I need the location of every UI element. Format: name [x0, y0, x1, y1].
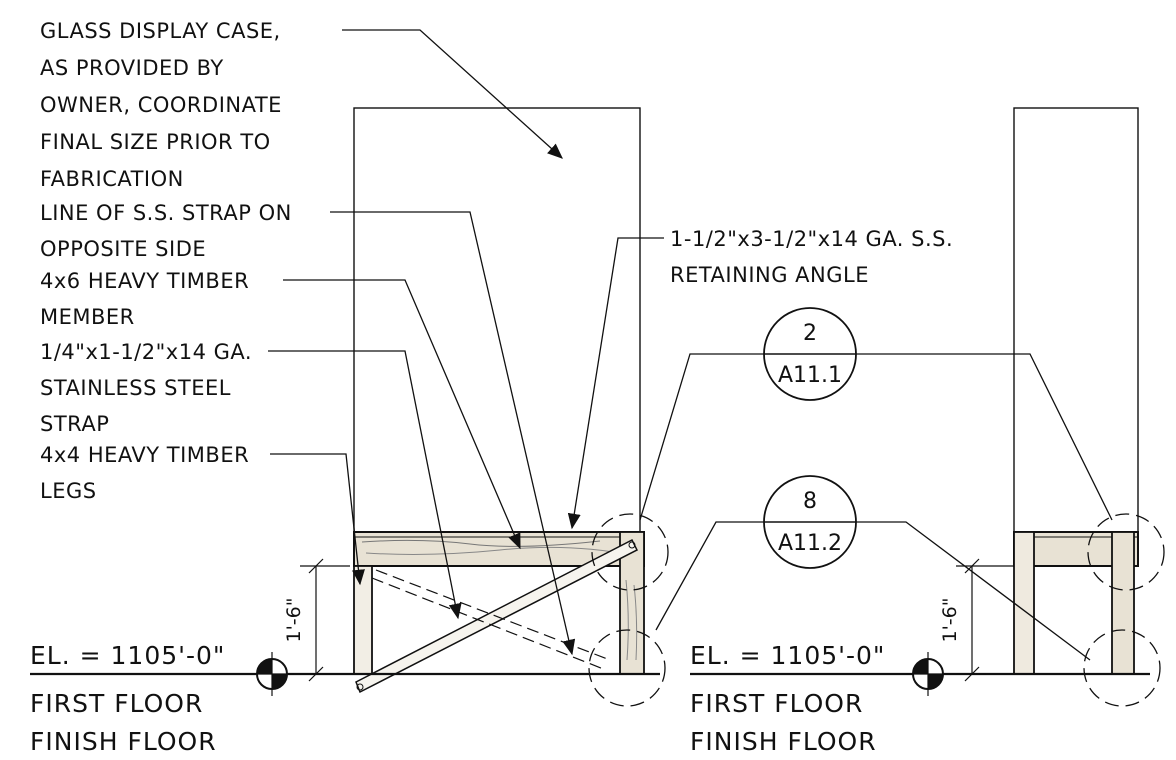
timber-leg-right-1	[1013, 531, 1035, 675]
note-retaining-angle: 1-1/2"x3-1/2"x14 GA. S.S. RETAINING ANGL…	[670, 227, 953, 287]
svg-text:4x4 HEAVY TIMBER: 4x4 HEAVY TIMBER	[40, 443, 249, 467]
elevation-line-1: FIRST FLOOR	[690, 689, 863, 718]
elevation-line-2: FINISH FLOOR	[690, 727, 877, 756]
svg-text:LEGS: LEGS	[40, 479, 97, 503]
timber-member-left	[353, 531, 645, 567]
detail-circle-2	[588, 629, 666, 707]
svg-text:RETAINING ANGLE: RETAINING ANGLE	[670, 263, 869, 287]
svg-text:OWNER, COORDINATE: OWNER, COORDINATE	[40, 93, 282, 117]
note-strap-line: LINE OF S.S. STRAP ON OPPOSITE SIDE	[40, 201, 292, 261]
timber-leg-right-2	[1111, 531, 1135, 675]
leader-steel-strap	[268, 350, 462, 620]
detail-circle-1	[591, 513, 669, 591]
svg-text:GLASS DISPLAY CASE,: GLASS DISPLAY CASE,	[40, 19, 281, 43]
elevation-value: EL. = 1105'-0"	[30, 641, 225, 670]
note-timber-legs: 4x4 HEAVY TIMBER LEGS	[40, 443, 249, 503]
dimension-right	[956, 558, 1014, 682]
leader-timber-member	[283, 279, 521, 550]
svg-text:LINE OF S.S. STRAP ON: LINE OF S.S. STRAP ON	[40, 201, 292, 225]
detail-circle-3	[1087, 513, 1165, 591]
dimension-left	[300, 558, 350, 682]
elevation-label-right: EL. = 1105'-0" FIRST FLOOR FINISH FLOOR	[690, 641, 885, 756]
glass-case-left	[353, 107, 641, 533]
elevation-line-1: FIRST FLOOR	[30, 689, 203, 718]
callout-sheet: A11.1	[778, 363, 842, 388]
note-steel-strap: 1/4"x1-1/2"x14 GA. STAINLESS STEEL STRAP	[40, 340, 252, 436]
callout-bubble-1: 2 A11.1	[763, 307, 857, 401]
leader-glass-case	[342, 29, 563, 159]
svg-text:AS PROVIDED BY: AS PROVIDED BY	[40, 56, 224, 80]
svg-text:1-1/2"x3-1/2"x14 GA. S.S.: 1-1/2"x3-1/2"x14 GA. S.S.	[670, 227, 953, 251]
elevation-line-2: FINISH FLOOR	[30, 727, 217, 756]
svg-text:1/4"x1-1/2"x14 GA.: 1/4"x1-1/2"x14 GA.	[40, 340, 252, 364]
svg-text:STRAP: STRAP	[40, 412, 109, 436]
svg-text:STAINLESS STEEL: STAINLESS STEEL	[40, 376, 231, 400]
callout-number: 2	[803, 321, 817, 346]
table-right	[1013, 531, 1139, 675]
dimension-text: 1'-6"	[283, 598, 305, 643]
note-glass-case: GLASS DISPLAY CASE, AS PROVIDED BY OWNER…	[40, 19, 282, 191]
dimension-text: 1'-6"	[939, 598, 961, 643]
leader-timber-legs	[270, 453, 365, 586]
svg-text:4x6 HEAVY TIMBER: 4x6 HEAVY TIMBER	[40, 269, 249, 293]
glass-case-right	[1013, 107, 1139, 533]
elevation-marker-left	[250, 652, 294, 696]
table-left	[353, 531, 645, 694]
callout-number: 8	[803, 489, 817, 514]
detail-circle-4	[1083, 629, 1161, 707]
elevation-marker-right	[906, 652, 950, 696]
svg-text:OPPOSITE SIDE: OPPOSITE SIDE	[40, 237, 206, 261]
leader-retaining-angle	[567, 237, 664, 530]
svg-text:FABRICATION: FABRICATION	[40, 167, 184, 191]
timber-leg-left-1	[353, 565, 373, 675]
elevation-label-left: EL. = 1105'-0" FIRST FLOOR FINISH FLOOR	[30, 641, 225, 756]
callout-sheet: A11.2	[778, 531, 842, 556]
note-timber-member: 4x6 HEAVY TIMBER MEMBER	[40, 269, 249, 329]
leader-strap-line	[330, 211, 576, 656]
svg-text:MEMBER: MEMBER	[40, 305, 135, 329]
svg-text:FINAL SIZE PRIOR TO: FINAL SIZE PRIOR TO	[40, 130, 271, 154]
callout-bubble-2: 8 A11.2	[763, 475, 857, 569]
elevation-value: EL. = 1105'-0"	[690, 641, 885, 670]
